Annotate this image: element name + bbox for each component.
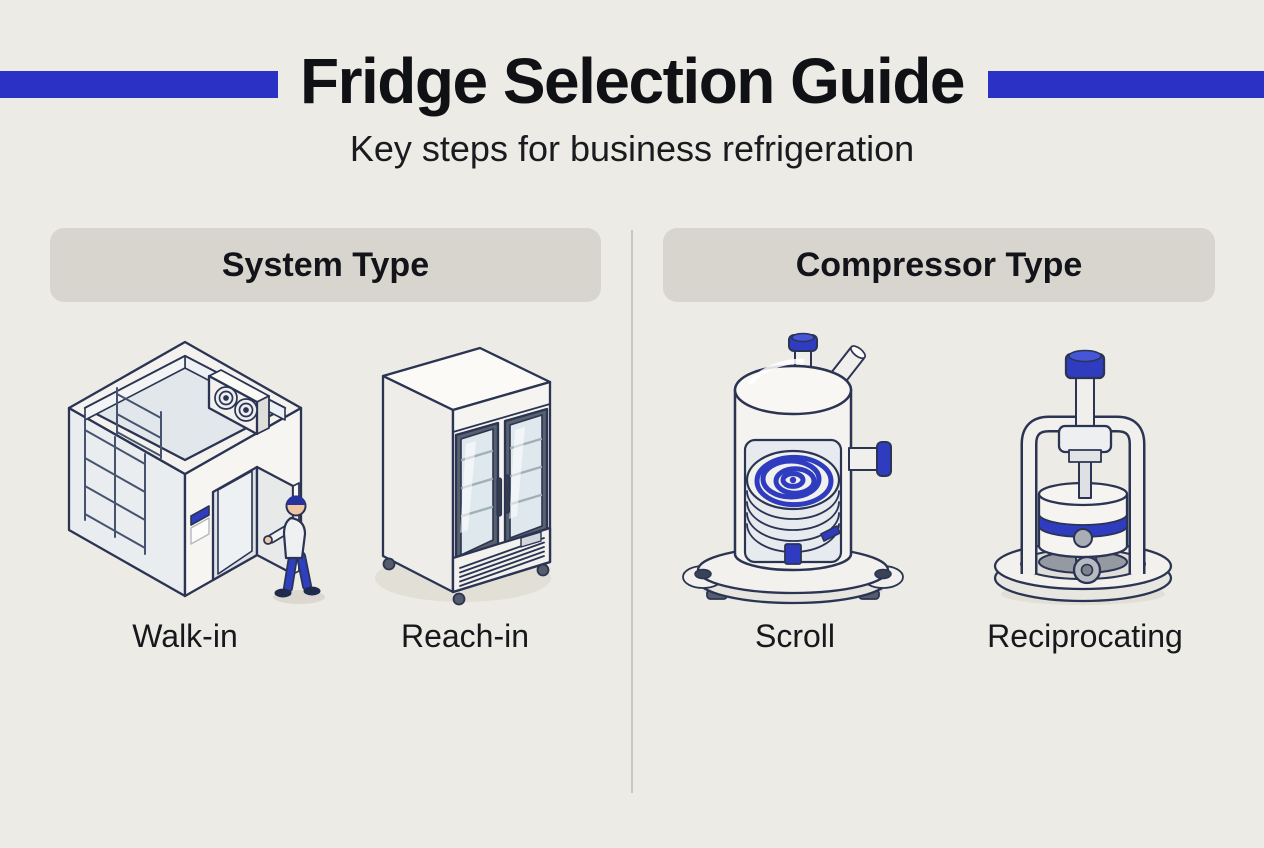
scroll-compressor-illustration [682, 332, 904, 605]
figure-scroll-compressor: Scroll [665, 330, 925, 655]
figure-reach-in: Reach-in [330, 330, 600, 655]
page-title: Fridge Selection Guide [300, 45, 966, 117]
title-accent-bar-left [0, 71, 278, 98]
reciprocating-compressor-illustration [993, 349, 1173, 605]
section-divider [631, 230, 633, 793]
item-label-reciprocating: Reciprocating [987, 618, 1183, 654]
walk-in-cooler-illustration [67, 340, 325, 604]
page-subtitle: Key steps for business refrigeration [349, 128, 915, 169]
item-label-walk-in: Walk-in [132, 618, 238, 654]
section-header-system-type: System Type [50, 228, 601, 302]
reach-in-refrigerator-illustration [375, 346, 552, 606]
scroll-spiral [754, 454, 834, 508]
person-opening-door [263, 495, 321, 598]
figure-walk-in: Walk-in [40, 330, 330, 655]
figure-reciprocating-compressor: Reciprocating [955, 330, 1215, 655]
section-header-compressor-type: Compressor Type [663, 228, 1215, 302]
item-label-scroll: Scroll [754, 618, 835, 654]
item-label-reach-in: Reach-in [400, 618, 530, 654]
title-accent-bar-right [988, 71, 1264, 98]
